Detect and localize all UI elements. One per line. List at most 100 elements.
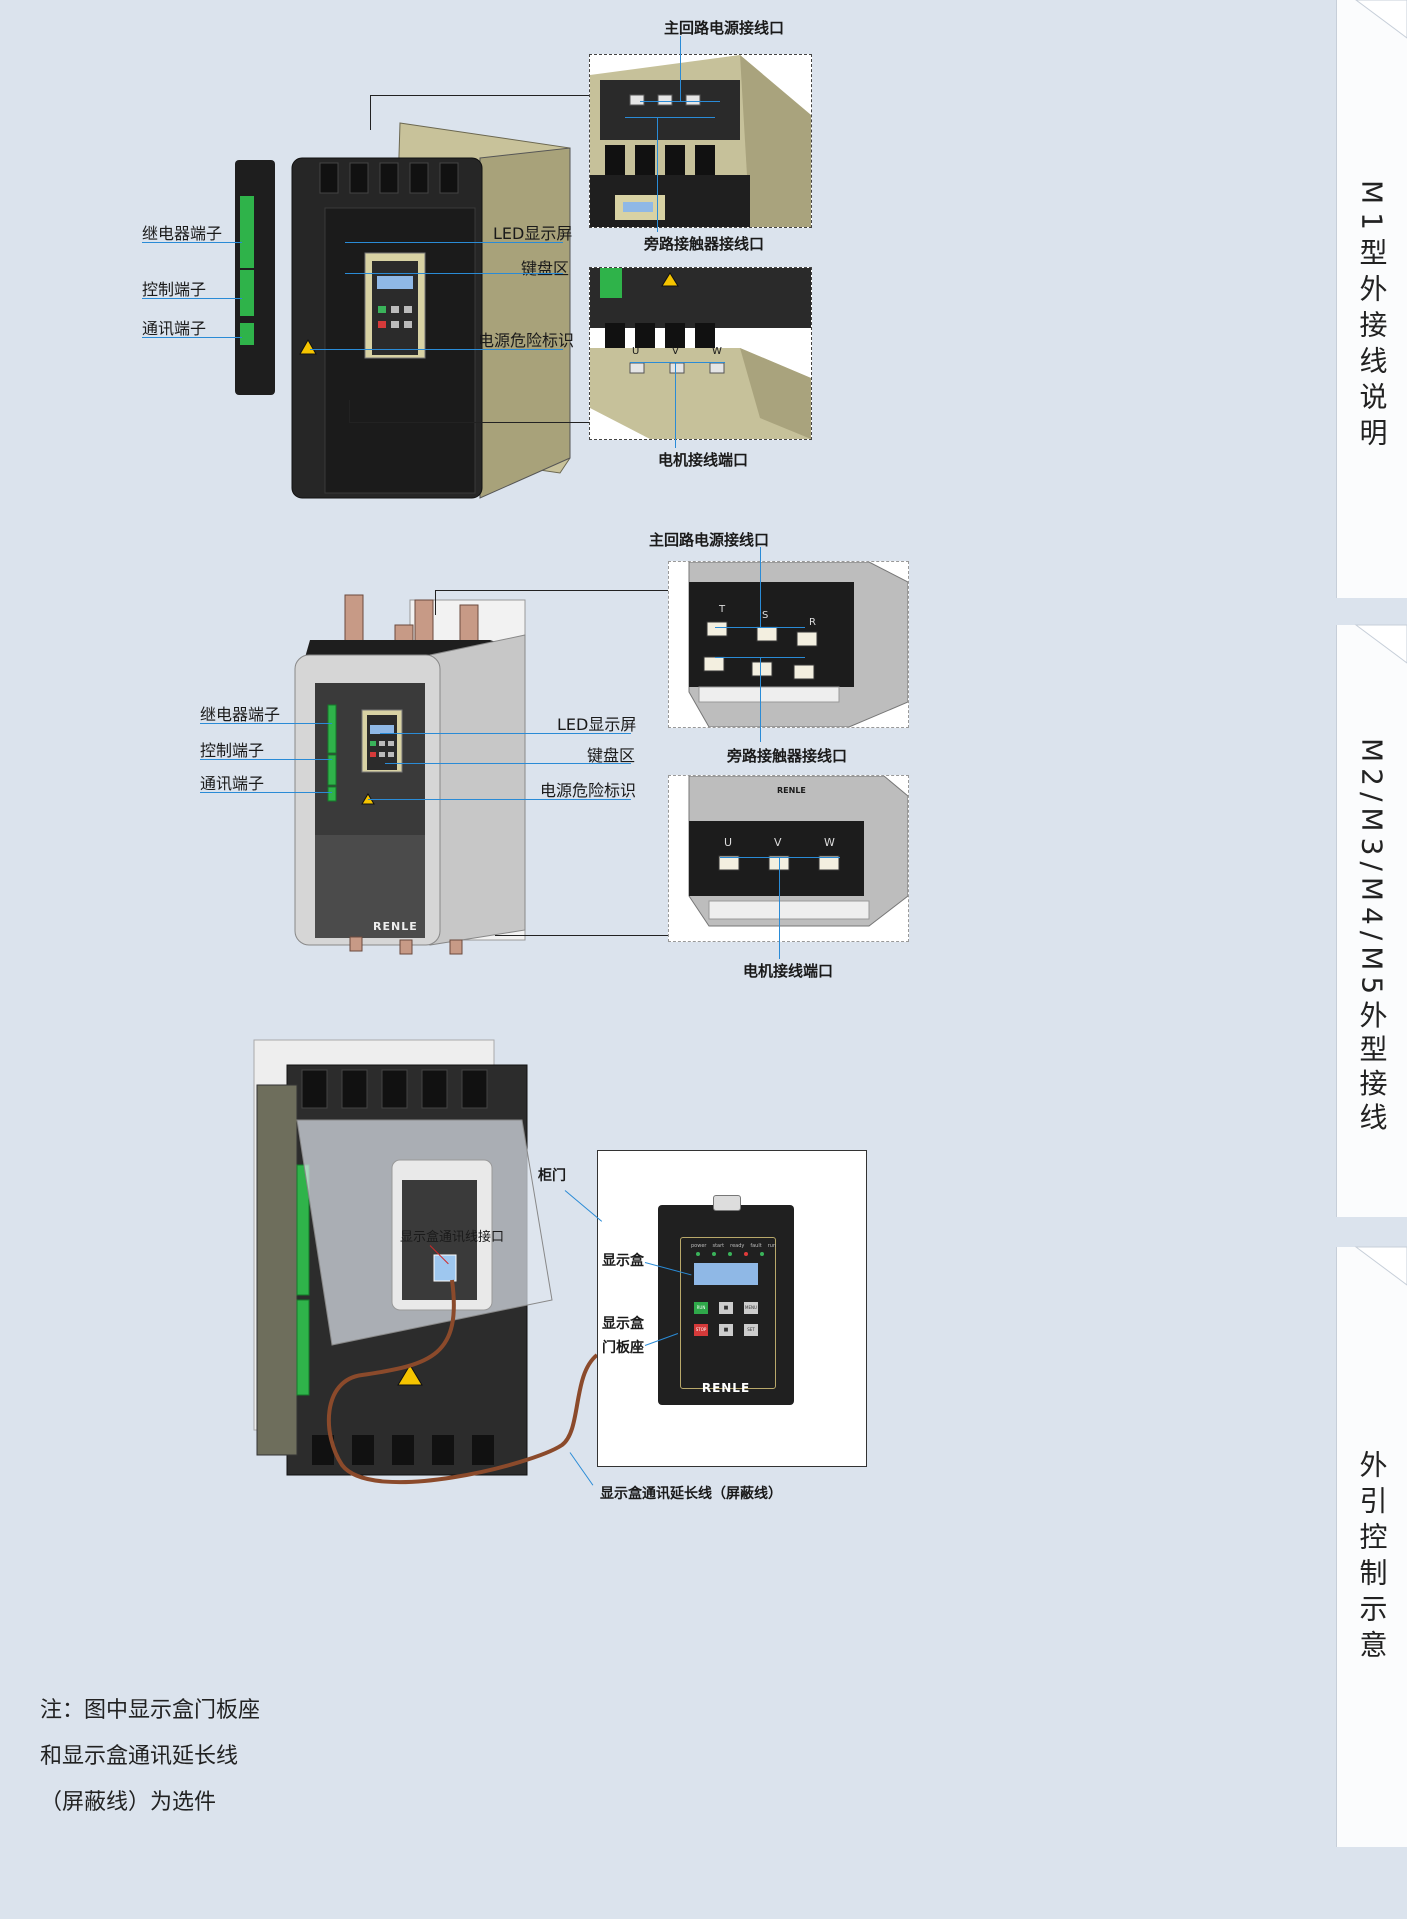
m1-bottom-connector-v bbox=[349, 400, 350, 422]
m2-control-terminal-label: 控制端子 bbox=[200, 741, 265, 760]
m1-keypad-label: 键盘区 bbox=[521, 259, 570, 278]
key-set-button[interactable]: SET bbox=[744, 1324, 758, 1336]
m2-mark-r: R bbox=[809, 617, 816, 628]
key-menu-button[interactable]: MENU bbox=[744, 1302, 758, 1314]
led-dot bbox=[696, 1252, 700, 1256]
m2-mark-t: T bbox=[719, 604, 726, 615]
m1-relay-green bbox=[240, 196, 254, 268]
m1-main-power-port-label: 主回路电源接线口 bbox=[664, 19, 785, 37]
led-dot bbox=[728, 1252, 732, 1256]
display-box: power start ready fault run RUN ■ MENU S… bbox=[658, 1195, 794, 1405]
m2-top-terminal-inset: T S R bbox=[668, 561, 909, 728]
m2-hazard-leader bbox=[368, 799, 631, 800]
m2-mark-u: U bbox=[724, 836, 733, 849]
m1-top-terminal-inset bbox=[589, 54, 812, 228]
key-stop-button[interactable]: STOP bbox=[694, 1324, 708, 1336]
led-label-power: power bbox=[691, 1243, 707, 1249]
display-led-row: power start ready fault run bbox=[691, 1243, 776, 1249]
key-run-button[interactable]: RUN bbox=[694, 1302, 708, 1314]
optional-note: 注：图中显示盒门板座 和显示盒通讯延长线 （屏蔽线）为选件 bbox=[40, 1688, 260, 1826]
m1-bypass-leader-v bbox=[657, 117, 658, 232]
m1-comm-leader bbox=[142, 337, 242, 338]
display-box-label: 显示盒 bbox=[602, 1253, 644, 1269]
m1-keypad-leader bbox=[345, 273, 563, 274]
tab-corner-fold-1 bbox=[1355, 0, 1407, 39]
tab-corner-fold-3 bbox=[1354, 1246, 1407, 1286]
m2-top-connector-h bbox=[435, 590, 668, 591]
m2-motor-leader-h bbox=[720, 857, 840, 858]
m1-relay-terminal-label: 继电器端子 bbox=[142, 224, 223, 243]
display-lcd-screen bbox=[694, 1263, 758, 1285]
m1-led-leader bbox=[345, 242, 563, 243]
display-box-latch bbox=[713, 1195, 741, 1211]
cabinet-door-label: 柜门 bbox=[538, 1168, 566, 1184]
extension-cable-label: 显示盒通讯延长线（屏蔽线） bbox=[600, 1486, 782, 1502]
m1-bottom-terminal-inset: U V W bbox=[589, 267, 812, 440]
m1-main-power-leader-v bbox=[680, 36, 681, 101]
led-label-ready: ready bbox=[730, 1243, 745, 1249]
m1-motor-leader-v bbox=[675, 362, 676, 448]
side-title-text: M2/M3/M4/M5外型接线 bbox=[1355, 738, 1389, 1137]
m1-terminal-mark-v: V bbox=[672, 346, 679, 357]
key-blank-button-1[interactable]: ■ bbox=[719, 1302, 733, 1314]
m2-motor-leader-v bbox=[779, 857, 780, 959]
door-seat-label-2: 门板座 bbox=[602, 1340, 644, 1356]
m1-top-connector-h bbox=[370, 95, 590, 96]
m2-brand: RENLE bbox=[373, 920, 418, 933]
m2-control-leader bbox=[200, 759, 332, 760]
m2-led-leader bbox=[380, 733, 631, 734]
m1-top-connector-v bbox=[370, 95, 371, 130]
side-tab-m1-title: M1型外接线说明 bbox=[1336, 180, 1407, 454]
m2-main-power-leader-h bbox=[715, 627, 805, 628]
m2-mark-w: W bbox=[824, 836, 835, 849]
m2-top-connector-v bbox=[435, 590, 436, 615]
m2-bottom-connector-h bbox=[495, 935, 668, 936]
m1-control-terminal-label: 控制端子 bbox=[142, 280, 207, 299]
m1-power-hazard-label: 电源危险标识 bbox=[478, 331, 575, 350]
m2-m5-soft-starter-illustration bbox=[294, 594, 526, 955]
m2-keypad-label: 键盘区 bbox=[587, 746, 636, 765]
m1-led-display-label: LED显示屏 bbox=[493, 224, 573, 243]
display-led-dots bbox=[696, 1252, 764, 1256]
m1-hazard-leader bbox=[310, 349, 563, 350]
side-title-text: 外引控制示意 bbox=[1355, 1450, 1389, 1666]
led-dot bbox=[712, 1252, 716, 1256]
m2-mark-v: V bbox=[774, 836, 782, 849]
m2-relay-terminal-label: 继电器端子 bbox=[200, 705, 281, 724]
m2-bottom-terminal-inset: RENLE U V W bbox=[668, 775, 909, 942]
note-line-2: 和显示盒通讯延长线 bbox=[40, 1744, 239, 1769]
note-line-1: 注：图中显示盒门板座 bbox=[40, 1698, 261, 1723]
external-control-illustration bbox=[253, 1039, 599, 1485]
side-tab-m1[interactable] bbox=[1336, 0, 1407, 598]
side-tab-external[interactable] bbox=[1336, 1247, 1407, 1847]
m1-motor-port-label: 电机接线端口 bbox=[658, 451, 749, 469]
m1-bypass-leader-h bbox=[625, 117, 715, 118]
door-seat-label-1: 显示盒 bbox=[602, 1316, 644, 1332]
key-blank-button-2[interactable]: ■ bbox=[719, 1324, 733, 1336]
m1-bottom-connector-h bbox=[349, 422, 590, 423]
m2-led-display-label: LED显示屏 bbox=[557, 715, 637, 734]
m2-power-hazard-label: 电源危险标识 bbox=[540, 781, 637, 800]
led-label-fault: fault bbox=[750, 1243, 762, 1249]
m1-soft-starter-illustration bbox=[241, 122, 571, 499]
m1-terminal-mark-w: W bbox=[712, 346, 722, 357]
m2-brand-small: RENLE bbox=[777, 786, 806, 795]
m2-main-power-leader-v bbox=[760, 547, 761, 627]
led-label-run: run bbox=[767, 1243, 777, 1249]
side-tab-external-title: 外引控制示意 bbox=[1336, 1450, 1407, 1666]
side-tab-m2-m5[interactable] bbox=[1336, 625, 1407, 1217]
m2-keypad-leader bbox=[385, 763, 631, 764]
m1-bypass-port-label: 旁路接触器接线口 bbox=[644, 235, 765, 253]
m2-comm-leader bbox=[200, 792, 332, 793]
display-box-inner bbox=[680, 1237, 776, 1389]
extension-cable-leader bbox=[569, 1452, 594, 1486]
m1-motor-leader-h bbox=[630, 362, 725, 363]
tab-corner-fold-2 bbox=[1354, 624, 1407, 664]
comm-port-label: 显示盒通讯线接口 bbox=[400, 1230, 505, 1245]
m2-comm-terminal-label: 通讯端子 bbox=[200, 774, 265, 793]
m2-motor-port-label: 电机接线端口 bbox=[743, 962, 834, 980]
display-keypad: RUN ■ MENU STOP ■ SET bbox=[694, 1302, 758, 1336]
m1-control-green bbox=[240, 270, 254, 316]
led-label-start: start bbox=[712, 1243, 725, 1249]
m2-main-power-port-label: 主回路电源接线口 bbox=[649, 531, 770, 549]
